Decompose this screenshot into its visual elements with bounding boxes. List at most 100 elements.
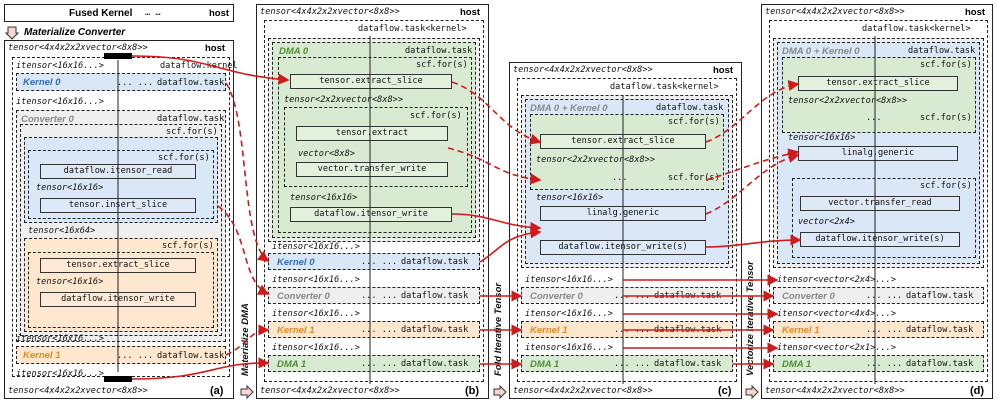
panel-b-scf2: scf.for(s) bbox=[410, 111, 462, 121]
panel-d-label: (d) bbox=[970, 385, 985, 397]
panel-d-scf1-box bbox=[782, 57, 976, 133]
panel-d-converter0-name: Converter 0 bbox=[782, 291, 835, 302]
fused-kernel-title: Fused Kernel bbox=[69, 8, 133, 19]
panel-c-converter0-task: dataflow.task bbox=[654, 291, 722, 301]
panel-b-itensor-1: itensor<16x16...> bbox=[272, 242, 360, 252]
panel-a-tensor16x64: tensor<16x64> bbox=[28, 226, 96, 236]
vectorize-iterative-tensor-label: Vectorize Iterative Tensor bbox=[745, 261, 756, 376]
arrow-right-icon-c bbox=[493, 384, 507, 400]
panel-d-op-extract-slice: tensor.extract_slice bbox=[798, 76, 958, 91]
panel-b-op-extract: tensor.extract bbox=[296, 126, 448, 141]
panel-b-op-extract-slice: tensor.extract_slice bbox=[290, 74, 452, 89]
panel-b-kernel0-box: Kernel 0 ... ... dataflow.task bbox=[268, 253, 480, 270]
panel-c-converter0-box: Converter 0 ... ... dataflow.task bbox=[521, 287, 733, 304]
panel-b-dma0-name: DMA 0 bbox=[279, 46, 309, 57]
panel-a-converter0-name: Converter 0 bbox=[21, 114, 74, 125]
panel-d-converter0-task: dataflow.task bbox=[906, 291, 974, 301]
panel-a-op-insert-slice: tensor.insert_slice bbox=[40, 198, 196, 213]
panel-c-kernel1-task: dataflow.task bbox=[654, 325, 722, 335]
panel-c-tensor-bottom: tensor<4x4x2x2xvector<8x8>> bbox=[513, 386, 653, 396]
panel-a-scf-3: scf.for(s) bbox=[158, 153, 210, 163]
panel-b-itensor-2: itensor<16x16...> bbox=[272, 275, 360, 285]
panel-d-kernel1-dots: ... ... bbox=[866, 325, 903, 335]
panel-c-kernel1-dots: ... ... bbox=[614, 325, 651, 335]
panel-d-dma1-dots: ... ... bbox=[866, 359, 903, 369]
panel-a-scf-4: scf.for(s) bbox=[162, 241, 214, 251]
panel-d-itensor-1: itensor<vector<2x4>...> bbox=[777, 275, 896, 285]
panel-b-kernel0-task: dataflow.task bbox=[401, 257, 469, 267]
panel-d-dma0k0-task: dataflow.task bbox=[908, 46, 976, 56]
panel-c-dma0k0-name: DMA 0 + Kernel 0 bbox=[530, 103, 608, 114]
panel-d-converter0-box: Converter 0 ... ... dataflow.task bbox=[773, 287, 984, 304]
panel-d-dma1-name: DMA 1 bbox=[782, 359, 812, 370]
panel-c-dma1-box: DMA 1 ... ... dataflow.task bbox=[521, 355, 733, 372]
panel-a-op-itensor-read: dataflow.itensor_read bbox=[40, 164, 196, 179]
panel-a-kernel1-dots: ... ... bbox=[117, 351, 154, 361]
panel-c-converter0-dots: ... ... bbox=[614, 291, 651, 301]
panel-c-kernel1-box: Kernel 1 ... ... dataflow.task bbox=[521, 321, 733, 338]
panel-c-scf1: scf.for(s) bbox=[668, 117, 720, 127]
fused-kernel-dots: … … bbox=[145, 8, 161, 18]
panel-b-scf1: scf.for(s) bbox=[416, 60, 468, 70]
panel-b-dma0-task: dataflow.task bbox=[405, 46, 473, 56]
arrow-right-icon-b bbox=[240, 384, 254, 400]
panel-d-tensor-bottom: tensor<4x4x2x2xvector<8x8>> bbox=[765, 386, 905, 396]
panel-b-kernel0-name: Kernel 0 bbox=[277, 257, 315, 268]
panel-c-op-linalg: linalg.generic bbox=[540, 206, 706, 221]
panel-b-dma1-dots: ... ... bbox=[361, 359, 398, 369]
panel-d-converter0-dots: ... ... bbox=[866, 291, 903, 301]
panel-d-scf3: scf.for(s) bbox=[920, 181, 972, 191]
fold-iterative-tensor-label: Fold Iterative Tensor bbox=[493, 282, 504, 376]
panel-a-kernel1-task: dataflow.task bbox=[157, 351, 225, 361]
panel-a-kernel0-name: Kernel 0 bbox=[23, 77, 61, 88]
panel-b-task-kernel: dataflow.task<kernel> bbox=[358, 24, 467, 34]
panel-b-converter0-dots: ... ... bbox=[361, 291, 398, 301]
panel-a-kernel1-name: Kernel 1 bbox=[23, 350, 61, 361]
panel-b-vector-8x8: vector<8x8> bbox=[298, 149, 355, 159]
panel-c-tensor-top: tensor<4x4x2x2xvector<8x8>> bbox=[513, 65, 653, 75]
panel-c-op-extract-slice: tensor.extract_slice bbox=[540, 134, 706, 149]
panel-d-kernel1-task: dataflow.task bbox=[906, 325, 974, 335]
panel-a-read-scf-box bbox=[24, 238, 218, 332]
panel-b-tensor-top: tensor<4x4x2x2xvector<8x8>> bbox=[260, 7, 400, 17]
panel-a-tensor16-1: tensor<16x16> bbox=[36, 183, 104, 193]
panel-d-kernel1-box: Kernel 1 ... ... dataflow.task bbox=[773, 321, 984, 338]
panel-a-tensor-bottom: tensor<4x4x2x2xvector<8x8>> bbox=[8, 386, 148, 396]
panel-b-label: (b) bbox=[465, 385, 480, 397]
panel-b-converter0-task: dataflow.task bbox=[401, 291, 469, 301]
panel-a-host-label: host bbox=[205, 43, 226, 54]
panel-d-dma1-task: dataflow.task bbox=[906, 359, 974, 369]
panel-b-tensor16: tensor<16x16> bbox=[290, 193, 358, 203]
panel-c-itensor-1: itensor<16x16...> bbox=[525, 275, 613, 285]
panel-d-vector-2x4: vector<2x4> bbox=[798, 217, 855, 227]
panel-b-tensor-bottom: tensor<4x4x2x2xvector<8x8>> bbox=[260, 386, 400, 396]
panel-d-op-itensor-write: dataflow.itensor_write(s) bbox=[800, 232, 960, 247]
panel-d-dma0k0-name: DMA 0 + Kernel 0 bbox=[782, 46, 860, 57]
panel-d-tensor-2x2: tensor<2x2xvector<8x8>> bbox=[788, 96, 907, 106]
panel-a-op-itensor-write: dataflow.itensor_write bbox=[40, 292, 196, 307]
panel-d-scf1: scf.for(s) bbox=[920, 60, 972, 70]
panel-b-converter0-box: Converter 0 ... ... dataflow.task bbox=[268, 287, 480, 304]
panel-d-itensor-3: itensor<vector<2x1>...> bbox=[777, 343, 896, 353]
panel-a-port-top bbox=[104, 53, 132, 59]
panel-c-dma1-name: DMA 1 bbox=[530, 359, 560, 370]
panel-b-op-itensor-write: dataflow.itensor_write bbox=[290, 207, 452, 222]
panel-b-dma1-task: dataflow.task bbox=[401, 359, 469, 369]
panel-c-dots: ... bbox=[612, 173, 628, 183]
panel-a-kernel0-dots: ... ... bbox=[117, 78, 154, 88]
fused-kernel-host: host bbox=[209, 8, 230, 19]
panel-c-kernel1-name: Kernel 1 bbox=[530, 325, 568, 336]
panel-a-port-bottom bbox=[104, 376, 132, 382]
panel-b-op-transfer-write: vector.transfer_write bbox=[296, 162, 448, 177]
panel-a-converter0-task: dataflow.task bbox=[157, 114, 225, 124]
panel-d-dots: ... bbox=[866, 113, 882, 123]
panel-b-host-label: host bbox=[460, 7, 481, 18]
panel-d-kernel1-name: Kernel 1 bbox=[782, 325, 820, 336]
panel-a-kernel0-task: dataflow.task bbox=[157, 78, 225, 88]
panel-b-kernel1-task: dataflow.task bbox=[401, 325, 469, 335]
materialize-converter-label: Materialize Converter bbox=[24, 27, 126, 38]
panel-b-kernel0-dots: ... ... bbox=[361, 257, 398, 267]
panel-d-op-transfer-read: vector.transfer_read bbox=[800, 196, 960, 211]
panel-a-op-extract-slice: tensor.extract_slice bbox=[40, 258, 196, 273]
panel-b-converter0-name: Converter 0 bbox=[277, 291, 330, 302]
